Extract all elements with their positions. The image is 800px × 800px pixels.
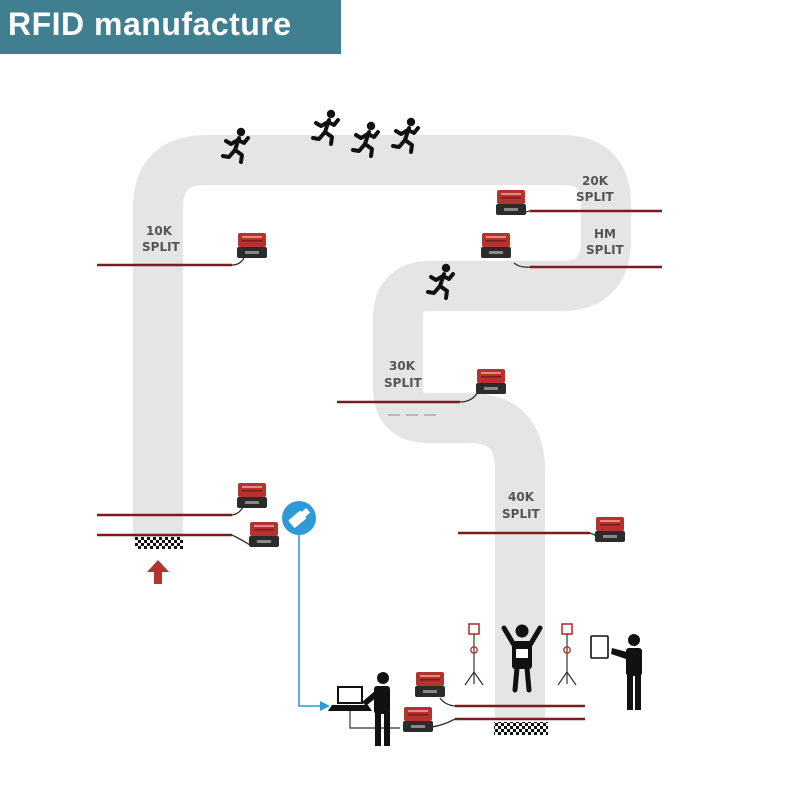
antenna-icon — [464, 623, 484, 686]
finisher-icon — [501, 624, 543, 693]
finish-mat-icon — [494, 722, 548, 735]
laptop-cable — [349, 711, 400, 729]
title-banner: RFID manufacture — [0, 0, 341, 54]
official-icon — [611, 634, 642, 710]
start-arrow-icon — [147, 560, 169, 584]
split-20k-line1: 20K — [582, 174, 609, 188]
split-10k-line1: 10K — [146, 224, 173, 238]
split-10k-line2: SPLIT — [142, 240, 181, 254]
operator-icon — [362, 672, 390, 746]
timing-lines — [97, 209, 662, 721]
split-40k-line1: 40K — [508, 490, 535, 504]
banner-title: RFID manufacture — [8, 6, 292, 42]
timing-mat-icon — [135, 537, 183, 549]
rfid-reader-icon — [595, 517, 625, 542]
connection-arrow — [320, 701, 330, 711]
rfid-reader-icon — [476, 369, 506, 394]
tablet-icon — [590, 635, 609, 659]
rfid-reader-icon — [237, 483, 267, 508]
split-30k-line1: 30K — [389, 359, 416, 373]
laptop-icon — [328, 686, 372, 711]
split-hm-line2: SPLIT — [586, 243, 625, 257]
usb-icon — [282, 501, 316, 535]
rfid-reader-icon — [481, 233, 511, 258]
rfid-reader-icon — [415, 672, 445, 697]
split-30k-line2: SPLIT — [384, 376, 423, 390]
rfid-reader-icon — [237, 233, 267, 258]
rfid-reader-icon — [249, 522, 279, 547]
antenna-icon — [557, 623, 577, 686]
rfid-reader-icon — [496, 190, 526, 215]
split-20k-line2: SPLIT — [576, 190, 615, 204]
course-track — [133, 135, 631, 720]
rfid-reader-icon — [403, 707, 433, 732]
usb-connection-line — [298, 535, 322, 707]
split-hm-line1: HM — [594, 227, 616, 241]
split-40k-line2: SPLIT — [502, 507, 541, 521]
